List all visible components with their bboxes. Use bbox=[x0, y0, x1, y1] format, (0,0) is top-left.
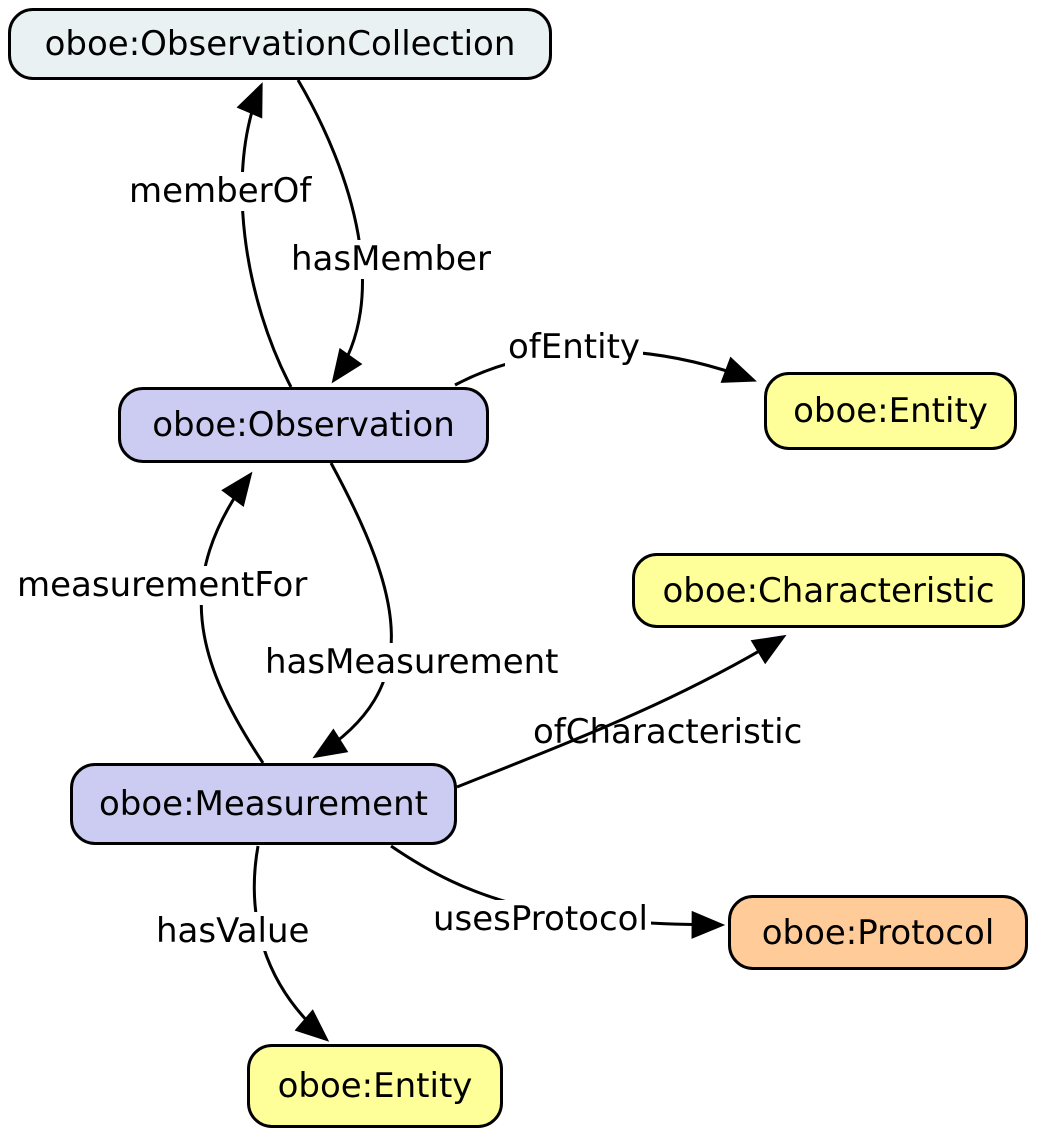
edge-label-hasMeasurement: hasMeasurement bbox=[262, 642, 562, 683]
edge-measurementFor-line bbox=[199, 471, 265, 764]
edge-label-hasValue: hasValue bbox=[153, 911, 313, 952]
node-entity-bottom: oboe:Entity bbox=[247, 1044, 503, 1128]
node-observation-collection: oboe:ObservationCollection bbox=[8, 8, 552, 80]
node-characteristic-label: oboe:Characteristic bbox=[662, 570, 995, 611]
edge-label-ofCharacteristic: ofCharacteristic bbox=[533, 712, 803, 752]
edge-hasMember-line bbox=[296, 79, 364, 384]
edge-label-memberOf: memberOf bbox=[126, 171, 315, 212]
node-measurement: oboe:Measurement bbox=[70, 763, 457, 845]
edge-label-hasMember: hasMember bbox=[288, 239, 494, 280]
node-observation-label: oboe:Observation bbox=[152, 405, 455, 445]
node-entity-right: oboe:Entity bbox=[764, 372, 1017, 450]
node-protocol-label: oboe:Protocol bbox=[761, 912, 995, 953]
node-observation-collection-label: oboe:ObservationCollection bbox=[44, 24, 516, 64]
node-protocol: oboe:Protocol bbox=[728, 895, 1028, 970]
edge-label-measurementFor: measurementFor bbox=[14, 565, 311, 606]
node-measurement-label: oboe:Measurement bbox=[99, 784, 428, 824]
node-characteristic: oboe:Characteristic bbox=[632, 553, 1025, 628]
edge-label-usesProtocol: usesProtocol bbox=[430, 899, 651, 940]
node-entity-right-label: oboe:Entity bbox=[793, 391, 988, 431]
node-entity-bottom-label: oboe:Entity bbox=[277, 1066, 473, 1106]
edge-memberOf-line bbox=[236, 82, 293, 388]
node-observation: oboe:Observation bbox=[118, 387, 489, 463]
edge-ofCharacteristic-line bbox=[456, 634, 787, 789]
edge-label-ofEntity: ofEntity bbox=[505, 327, 644, 368]
edge-hasMeasurement-line bbox=[312, 462, 393, 759]
